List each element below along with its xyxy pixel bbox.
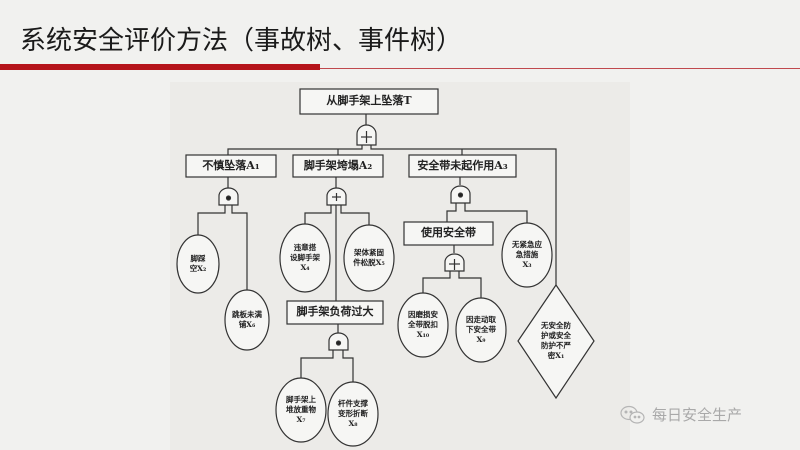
- slide-title: 系统安全评价方法（事故树、事件树）: [20, 26, 463, 56]
- x4-label: 违章搭 设脚手架 X₄: [290, 242, 320, 273]
- basic-event-x8: [327, 381, 379, 447]
- x8-label: 杆件支撑 变形折断 X₈: [338, 398, 368, 429]
- event-box-a2: [292, 154, 384, 178]
- top-event-box: [299, 88, 439, 115]
- basic-event-x4: [279, 223, 331, 293]
- wechat-icon: [620, 405, 645, 424]
- basic-event-x9: [455, 297, 507, 363]
- event-box-a3: [408, 154, 517, 178]
- basic-event-x7: [275, 377, 327, 443]
- x7-label: 脚手架上 堆放重物 X₇: [286, 394, 316, 425]
- event-a3-label: 安全带未起作用A₃: [417, 158, 508, 172]
- x5-label: 架体紧固 件松脱X₅: [353, 247, 385, 267]
- watermark-text: 每日安全生产: [652, 406, 743, 424]
- x3-label: 无紧急应 急措施 X₃: [512, 239, 542, 270]
- event-box-overload: [286, 300, 384, 325]
- event-box-use-belt: [403, 221, 494, 246]
- title-underline: [320, 68, 800, 69]
- x9-label: 因走动取 下安全带 X₉: [466, 314, 496, 345]
- basic-event-x10: [397, 292, 449, 358]
- x6-label: 跳板未满 铺X₆: [232, 309, 262, 329]
- title-underline-accent: [0, 64, 320, 70]
- basic-event-x6: [224, 289, 270, 351]
- event-box-a1: [185, 154, 277, 178]
- basic-event-x2: [176, 234, 220, 294]
- event-a1-label: 不慎坠落A₁: [202, 158, 260, 172]
- basic-event-x3: [501, 222, 553, 288]
- x1-label: 无安全防 护或安全 防护不严 密X₁: [541, 320, 571, 361]
- watermark: 每日安全生产: [620, 404, 742, 425]
- use-belt-label: 使用安全带: [421, 226, 476, 240]
- overload-label: 脚手架负荷过大: [296, 305, 374, 319]
- top-event-label: 从脚手架上坠落T: [326, 94, 412, 108]
- undeveloped-event-x1: [517, 283, 595, 400]
- x2-label: 脚踩 空X₂: [189, 253, 207, 273]
- basic-event-x5: [343, 224, 395, 292]
- event-a2-label: 脚手架垮塌A₂: [303, 158, 373, 172]
- x10-label: 因磨损安 全带脱扣 X₁₀: [408, 309, 438, 340]
